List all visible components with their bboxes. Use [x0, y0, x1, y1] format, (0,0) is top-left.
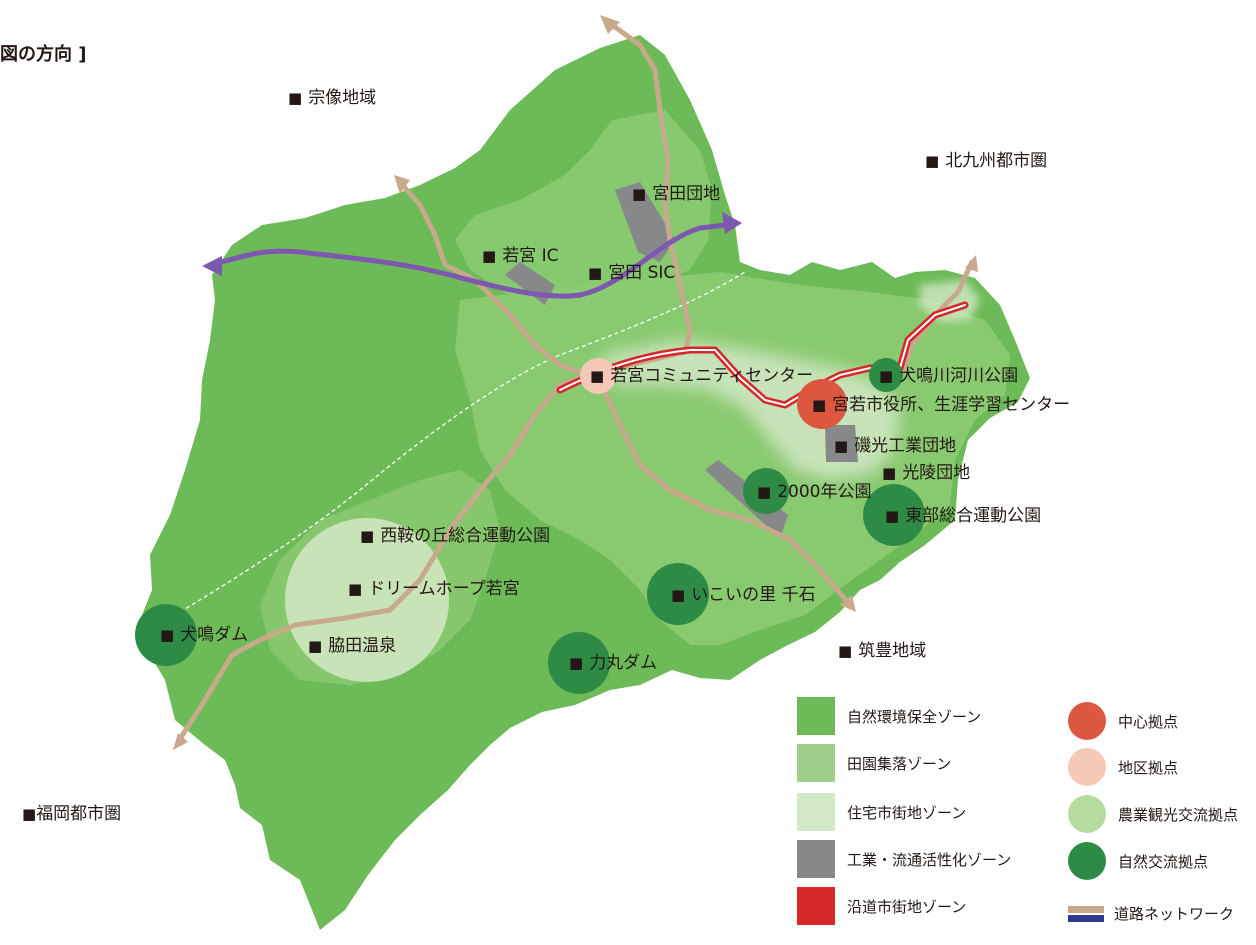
- expressway: [207, 221, 738, 299]
- place-label-isomitsu-industrial: ■磯光工業団地: [834, 436, 957, 456]
- legend-center-hub: 中心拠点: [1068, 702, 1178, 740]
- road-southeast: [595, 375, 853, 608]
- place-label-ikoi-sato: ■いこいの里 千石: [671, 585, 816, 605]
- nature-hub-east-sports: [863, 484, 925, 546]
- legend-dot-agri-hub: [1068, 795, 1106, 833]
- legend-swatch-residential-zone: [797, 793, 835, 831]
- map-title: 図の方向 ]: [0, 44, 87, 65]
- road-arrow-nw: [394, 175, 410, 194]
- place-label-miyata-danchi: ■宮田団地: [632, 184, 721, 204]
- nature-hub-inunaki-dam: [135, 604, 197, 666]
- nature-hub-2000park: [743, 468, 789, 514]
- legend-dot-center-hub: [1068, 702, 1106, 740]
- legend-district-hub: 地区拠点: [1068, 748, 1178, 786]
- place-label-city-hall: ■宮若市役所、生涯学習センター: [812, 395, 1071, 415]
- agri-hub-dreamhope: [285, 518, 449, 682]
- road-arrow-ne: [965, 255, 978, 272]
- district-hub-wakamiya: [580, 358, 616, 394]
- road-arrow-north: [600, 15, 620, 34]
- place-label-miyata-sic: ■宮田 SIC: [588, 263, 676, 283]
- residential-zone-area: [600, 340, 900, 480]
- region-label-munakata: ■宗像地域: [288, 88, 377, 108]
- place-label-inunaki-river-park: ■犬鳴川河川公園: [879, 366, 1019, 386]
- legend-dot-nature-hub: [1068, 842, 1106, 880]
- road-arrow-sw: [173, 733, 188, 750]
- legend-label: 自然交流拠点: [1118, 852, 1209, 871]
- legend-label: 農業観光交流拠点: [1118, 805, 1239, 824]
- place-label-east-sports-park: ■東部総合運動公園: [885, 506, 1042, 526]
- place-label-rikimaru-dam: ■力丸ダム: [569, 653, 658, 673]
- railway-line: [179, 271, 746, 613]
- region-label-fukuoka: ■福岡都市圏: [22, 804, 122, 824]
- expressway-arrow-east: [722, 212, 742, 234]
- legend-dot-district-hub: [1068, 748, 1106, 786]
- legend-swatch-roadside-zone: [797, 887, 835, 925]
- region-label-kitakyushu: ■北九州都市圏: [925, 151, 1048, 171]
- legend-swatch-industrial-zone: [797, 840, 835, 878]
- legend-nature-zone: 自然環境保全ゾーン: [797, 697, 981, 735]
- legend-rural-zone: 田園集落ゾーン: [797, 744, 951, 782]
- center-hub-city-hall: [797, 379, 847, 429]
- legend-residential-zone: 住宅市街地ゾーン: [797, 793, 966, 831]
- road-arrow-se: [840, 595, 856, 612]
- place-label-nishikura-sports-park: ■西鞍の丘総合運動公園: [360, 526, 551, 546]
- place-label-inunaki-dam: ■犬鳴ダム: [160, 625, 249, 645]
- nature-hub-ikoi: [647, 563, 709, 625]
- legend-agri-hub: 農業観光交流拠点: [1068, 795, 1238, 833]
- expressway-arrow-west: [202, 256, 222, 276]
- place-label-2000-park: ■2000年公園: [757, 482, 872, 502]
- place-label-dreamhope: ■ドリームホープ若宮: [348, 579, 520, 599]
- road-north-south: [175, 19, 693, 745]
- place-label-koryo-danchi: ■光陵団地: [882, 463, 971, 483]
- nature-hub-river-park: [869, 358, 903, 392]
- legend-swatch-rural-zone: [797, 744, 835, 782]
- legend-road-swatch: [1068, 905, 1104, 922]
- legend-label: 田園集落ゾーン: [847, 754, 952, 773]
- industrial-zone-miyata: [615, 182, 675, 262]
- industrial-zone-isomitsu: [825, 425, 858, 462]
- legend-label: 沿道市街地ゾーン: [847, 897, 967, 916]
- place-label-wakamiya-community: ■若宮コミュニティセンター: [590, 366, 814, 386]
- legend-label: 自然環境保全ゾーン: [847, 707, 982, 726]
- place-label-wakamiya-ic: ■若宮 IC: [482, 246, 559, 266]
- legend-nature-hub: 自然交流拠点: [1068, 842, 1208, 880]
- legend-industrial-zone: 工業・流通活性化ゾーン: [797, 840, 1011, 878]
- legend-label: 住宅市街地ゾーン: [847, 803, 967, 822]
- legend-roadside-zone: 沿道市街地ゾーン: [797, 887, 966, 925]
- nature-hub-rikimaru: [548, 632, 610, 694]
- place-label-wakita-onsen: ■脇田温泉: [308, 636, 397, 656]
- legend-label: 工業・流通活性化ゾーン: [847, 850, 1012, 869]
- legend-label: 道路ネットワーク: [1114, 905, 1235, 923]
- legend-road-network: 道路ネットワーク: [1068, 903, 1234, 924]
- legend-label: 地区拠点: [1118, 758, 1179, 777]
- region-label-chikuho: ■筑豊地域: [838, 641, 927, 661]
- legend-label: 中心拠点: [1118, 712, 1179, 731]
- legend-swatch-nature-zone: [797, 697, 835, 735]
